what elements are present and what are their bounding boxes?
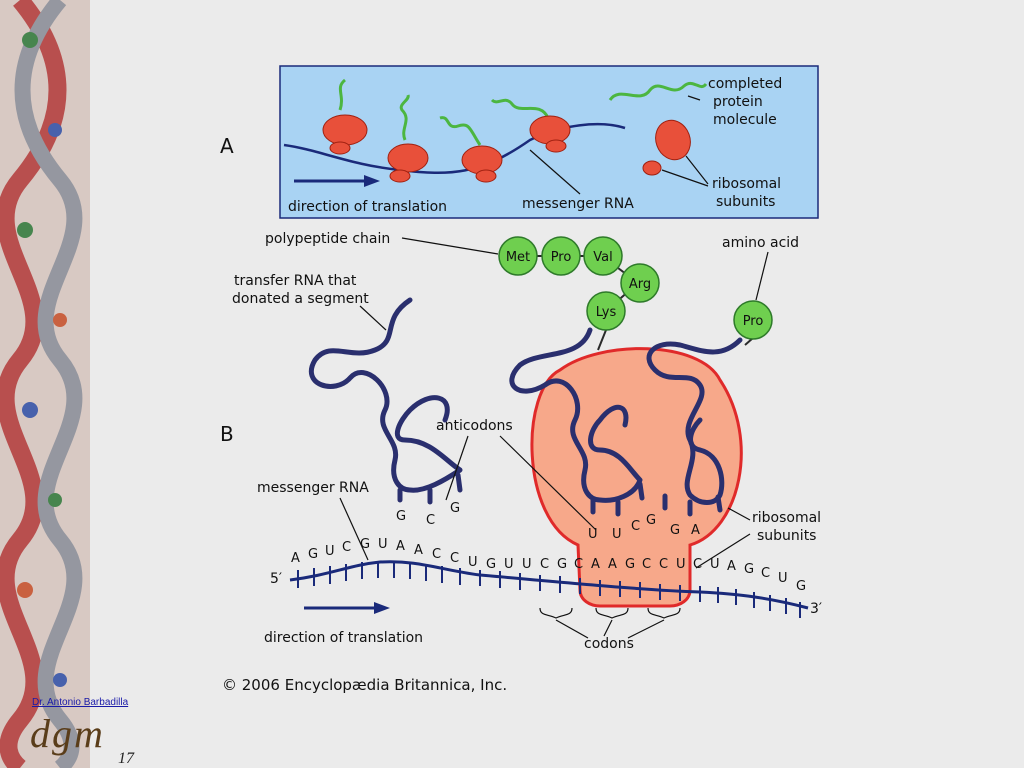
panel-a-ribosomal-line-1: ribosomal [712, 176, 781, 192]
panel-b-label: B [220, 422, 234, 446]
amino-acid-label: amino acid [722, 235, 799, 251]
svg-text:U: U [676, 557, 686, 572]
svg-text:Pro: Pro [743, 314, 764, 329]
completed-protein-line-2: protein [713, 94, 763, 110]
anticodon-middle-base: U [588, 527, 598, 542]
slide-number: 17 [118, 750, 134, 767]
svg-text:U: U [504, 557, 514, 572]
codon-braces [539, 607, 681, 639]
author-link[interactable]: Dr. Antonio Barbadilla [32, 697, 129, 708]
svg-text:Lys: Lys [596, 305, 617, 320]
anticodon-left-base: G [396, 509, 406, 524]
svg-text:Val: Val [593, 250, 612, 265]
three-prime-label: 3′ [810, 601, 822, 617]
mrna-bases: A G U C G U A A C C U G U U C G C A A G … [291, 537, 806, 594]
completed-protein-line-1: completed [708, 76, 782, 92]
panel-b-direction-label: direction of translation [264, 630, 423, 646]
svg-text:C: C [642, 557, 651, 572]
svg-text:C: C [540, 557, 549, 572]
transfer-rna-middle [509, 327, 645, 517]
panel-a-ribosome [490, 98, 571, 153]
svg-text:U: U [778, 571, 788, 586]
svg-text:C: C [450, 551, 459, 566]
anticodons-label: anticodons [436, 418, 513, 434]
svg-text:A: A [608, 557, 617, 572]
amino-acid-arg: Arg [620, 263, 660, 303]
svg-text:Arg: Arg [629, 277, 651, 292]
svg-text:C: C [432, 547, 441, 562]
amino-acid-met: Met [498, 236, 538, 276]
panel-a-mrna-strand [283, 123, 626, 175]
svg-text:G: G [486, 557, 496, 572]
svg-text:Met: Met [506, 250, 530, 265]
panel-b-mrna-label: messenger RNA [257, 480, 369, 496]
mrna-tick-marks [297, 561, 801, 618]
svg-text:C: C [761, 566, 770, 581]
svg-text:C: C [693, 557, 702, 572]
anticodon-middle-base: C [631, 519, 640, 534]
svg-text:C: C [342, 540, 351, 555]
amino-acid-pro: Pro [541, 236, 581, 276]
anticodon-right-base: A [691, 523, 700, 538]
anticodon-middle-base: U [612, 527, 622, 542]
panel-a-mrna-label: messenger RNA [522, 196, 634, 212]
svg-text:Pro: Pro [551, 250, 572, 265]
amino-acid-val: Val [583, 236, 623, 276]
svg-text:A: A [591, 557, 600, 572]
anticodon-left-base: C [426, 513, 435, 528]
panel-a-ribosome [439, 116, 503, 183]
panel-a-ribosomal-line-2: subunits [716, 194, 775, 210]
amino-acid-pro-free: Pro [733, 300, 773, 340]
svg-text:G: G [557, 557, 567, 572]
ribosomal-large-subunit [655, 119, 691, 161]
amino-acid-lys: Lys [586, 291, 626, 331]
panel-a-label: A [220, 134, 234, 158]
svg-text:A: A [396, 539, 405, 554]
svg-text:G: G [744, 562, 754, 577]
dgm-logo: dgm [30, 711, 105, 756]
svg-text:A: A [414, 543, 423, 558]
svg-text:C: C [574, 557, 583, 572]
svg-text:U: U [468, 555, 478, 570]
transfer-rna-label-1: transfer RNA that [234, 273, 357, 289]
transfer-rna-label-2: donated a segment [232, 291, 369, 307]
ribosomal-small-subunit [642, 160, 662, 176]
svg-text:U: U [522, 557, 532, 572]
five-prime-label: 5′ [270, 571, 282, 587]
anticodon-right-base: G [670, 523, 680, 538]
svg-text:U: U [325, 544, 335, 559]
transfer-rna-right [646, 337, 743, 517]
copyright-text: © 2006 Encyclopædia Britannica, Inc. [222, 676, 507, 694]
svg-text:G: G [625, 557, 635, 572]
panel-a-ribosome [387, 94, 429, 183]
dna-helix-decoration [0, 0, 90, 768]
completed-protein-line-3: molecule [713, 112, 777, 128]
panel-a-direction-label: direction of translation [288, 199, 447, 215]
anticodon-right-base: G [646, 513, 656, 528]
svg-text:G: G [360, 537, 370, 552]
transfer-rna-left [308, 297, 463, 505]
svg-text:G: G [796, 579, 806, 594]
direction-arrow-icon [374, 602, 390, 614]
direction-arrow-icon [364, 175, 380, 187]
svg-text:U: U [378, 537, 388, 552]
svg-text:A: A [727, 559, 736, 574]
ribosomal-subunits-line-1: ribosomal [752, 510, 821, 526]
polypeptide-chain-label: polypeptide chain [265, 231, 390, 247]
svg-text:G: G [308, 547, 318, 562]
panel-b-mrna-strand [289, 560, 809, 610]
svg-text:C: C [659, 557, 668, 572]
panel-a-ribosome [322, 78, 368, 155]
svg-text:A: A [291, 551, 300, 566]
anticodon-left-base: G [450, 501, 460, 516]
codons-label: codons [584, 636, 634, 652]
svg-text:U: U [710, 557, 720, 572]
ribosomal-subunits-line-2: subunits [757, 528, 816, 544]
completed-protein-molecule [608, 81, 708, 102]
